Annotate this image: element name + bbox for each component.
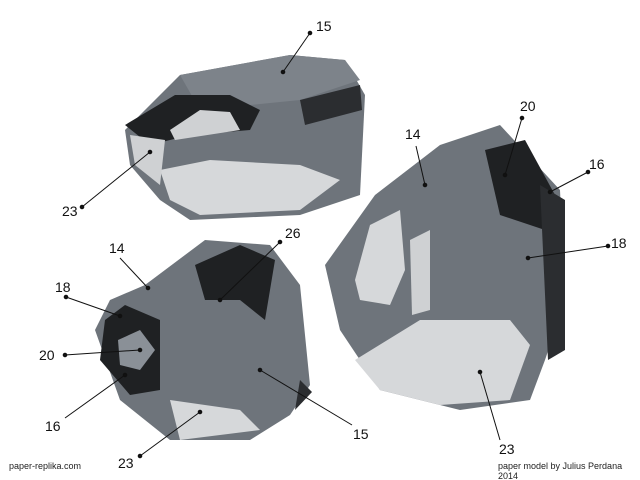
helmet-part-right — [325, 125, 565, 410]
callout-16-right: 16 — [589, 156, 605, 172]
leader-lines — [62, 30, 611, 459]
callout-26-left: 26 — [285, 225, 301, 241]
callout-20-left: 20 — [39, 347, 55, 363]
callout-14-right: 14 — [405, 126, 421, 142]
callout-23-left: 23 — [118, 455, 134, 471]
callout-14-left: 14 — [109, 240, 125, 256]
callout-15-left: 15 — [353, 426, 369, 442]
callout-18-right: 18 — [611, 235, 627, 251]
callout-23-top: 23 — [62, 203, 78, 219]
helmet-part-left — [95, 240, 312, 440]
author-credit: paper model by Julius Perdana 2014 — [498, 461, 623, 480]
callout-18-left: 18 — [55, 279, 71, 295]
site-credit: paper-replika.com — [9, 461, 82, 471]
callout-20-right: 20 — [520, 98, 536, 114]
callout-15-top: 15 — [316, 18, 332, 34]
callout-23-right: 23 — [499, 441, 515, 457]
callout-16-left: 16 — [45, 418, 61, 434]
helmet-part-top — [125, 55, 365, 220]
